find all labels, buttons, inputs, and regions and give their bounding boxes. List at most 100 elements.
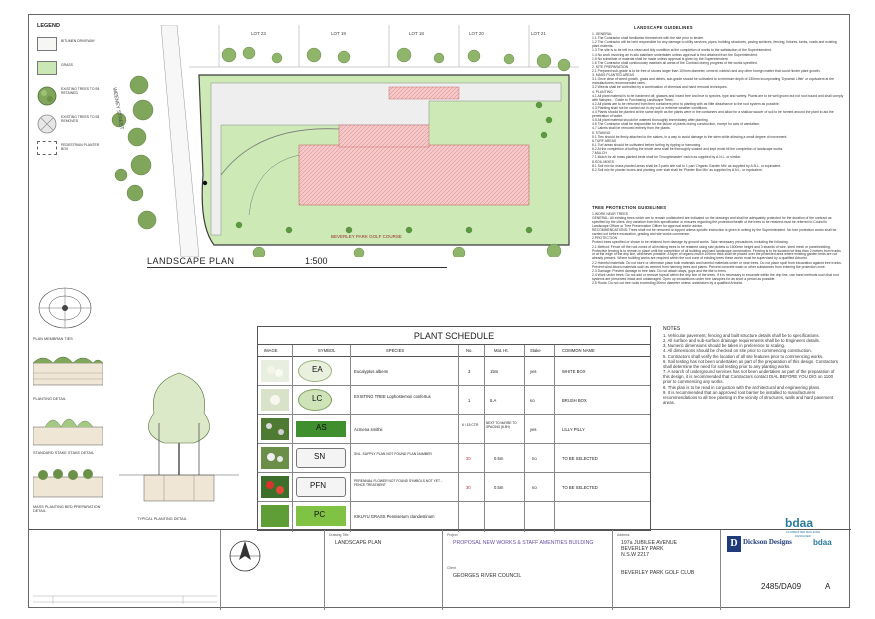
protection-para: 2.1 Method: Fence off the root zones of … <box>592 244 841 261</box>
plant-count: 30 <box>466 485 471 490</box>
legend-item-trees-removed: EXISTING TREES TO BE REMOVED <box>37 113 100 137</box>
title-underline <box>147 267 447 268</box>
schedule-title: PLANT SCHEDULE <box>258 327 650 345</box>
protection-para: 2.4 Work under trees: Do not add or remo… <box>592 272 839 281</box>
guideline-para: 4.5 All plant material should be watered… <box>592 118 709 123</box>
guideline-para: 6.TURF AREAS <box>592 138 617 143</box>
revision-cell <box>29 530 221 610</box>
mature-height: 0.5m <box>494 456 504 461</box>
species-name: SNL. SUPPLY PLAN NOT FOUND PLAN NUMBER <box>354 452 432 456</box>
driveway-swatch <box>37 37 57 51</box>
note-item: 5. Contractors shall verify the location… <box>663 353 824 359</box>
common-name: TO BE SELECTED <box>562 456 598 461</box>
legend-item-grass: GRASS <box>37 61 97 81</box>
address-line: BEVERLEY PARK <box>621 546 664 552</box>
address-cell: Address 197a JUBILEE AVENUE BEVERLEY PAR… <box>613 530 721 610</box>
schedule-header: IMAGE SYMBOL SPECIES No. Mat. Ht. Stake … <box>258 345 650 357</box>
schedule-row: PFN PERENNIAL FLOWER NOT FOUND SYMBOLS N… <box>258 473 650 502</box>
symbol-swatch <box>296 477 346 497</box>
landscape-plan-drawing <box>99 25 579 257</box>
mature-height: 0.5m <box>494 485 504 490</box>
plant-count: 1 <box>468 398 471 403</box>
planting-section-detail <box>33 356 103 386</box>
symbol-code: SN <box>314 452 326 461</box>
lot-label: LOT 18 <box>409 31 424 36</box>
planter-swatch <box>37 141 57 155</box>
legend-item-trees-retained: EXISTING TREES TO BE RETAINED <box>37 85 100 109</box>
guideline-para: 1.2 The Contractor will be held responsi… <box>592 40 837 49</box>
symbol-code: EA <box>312 365 323 374</box>
address-line: 197a JUBILEE AVENUE <box>621 540 678 546</box>
symbol-swatch <box>296 448 346 468</box>
legend-title: LEGEND <box>37 23 60 29</box>
address-key: Address <box>617 533 630 537</box>
protection-para: 2.2 Harmful materials: Do not store or o… <box>592 260 842 269</box>
golf-course-label: BEVERLEY PARK GOLF COURSE <box>331 234 402 239</box>
plan-title: LANDSCAPE PLAN <box>147 256 235 266</box>
common-name: TO BE SELECTED <box>562 485 598 490</box>
symbol-code: PFN <box>310 481 326 490</box>
legend-item-driveway: BITUMEN DRIVEWAY <box>37 37 97 57</box>
guideline-para: 2. SITE PREPARATION <box>592 64 629 69</box>
bdaa-badge: bdaa <box>813 538 832 547</box>
guideline-para: 3.1 Once clear of weed growth, grass and… <box>592 77 834 86</box>
guideline-para: 1.1 The Contractor shall familiarise the… <box>592 36 705 41</box>
bdaa-logo: bdaa <box>785 516 814 530</box>
drawing-title-key: Drawing Title <box>329 533 349 537</box>
species-name: KIKUYU GRASS Pennisetum clandestinum <box>354 514 435 519</box>
lot-label: LOT 19 <box>331 31 346 36</box>
legend-label: PEDESTRIAN PLANTER BOX <box>61 143 100 151</box>
symbol-swatch <box>296 506 346 526</box>
protection-para: GENERAL: All existing trees which are to… <box>592 216 832 229</box>
tree-protection-text: 1.WORK NEAR TREES GENERAL: All existing … <box>592 212 844 286</box>
note-item: 9. It is recommended that an approved ro… <box>663 389 834 406</box>
protection-para: 2.PROTECTION <box>592 236 618 241</box>
symbol-swatch <box>298 389 332 411</box>
project-key: Project <box>447 533 458 537</box>
notes-panel: NOTES 1. Vehicular pavement, fencing and… <box>663 326 839 405</box>
species-name: Acmena smithii <box>354 427 383 432</box>
document-number: 2485/DA09 <box>761 582 802 591</box>
protection-para: 2.3 Damage: Prevent damage to tree bark.… <box>592 268 727 273</box>
legend-label: BITUMEN DRIVEWAY <box>61 39 95 43</box>
guideline-para: 8.2 Soil mix for planter boxes and plant… <box>592 167 763 172</box>
standard-stake-label: STANDARD STAKE STAKE DETAIL <box>33 451 95 455</box>
revision-letter: A <box>825 582 831 591</box>
header-species: SPECIES <box>386 348 405 353</box>
note-item: 2. All surface and sub-surface drainage … <box>663 338 820 344</box>
header-symbol: SYMBOL <box>318 348 336 353</box>
drawing-title-cell: Drawing Title LANDSCAPE PLAN <box>325 530 443 610</box>
species-name: Eucalyptus albens <box>354 369 388 374</box>
plant-count: 6 / 15 CTR <box>462 423 479 427</box>
stake-value: yes <box>530 369 537 374</box>
schedule-row: SN SNL. SUPPLY PLAN NOT FOUND PLAN NUMBE… <box>258 444 650 473</box>
notes-title: NOTES <box>663 326 681 332</box>
stake-detail <box>33 418 103 446</box>
schedule-row: AS Acmena smithii 6 / 15 CTR NEXT TO MAY… <box>258 415 650 444</box>
firm-name: Dickson Designs <box>743 538 792 546</box>
stake-value: no <box>530 398 535 403</box>
mature-height: 15m <box>490 369 499 374</box>
north-arrow-icon <box>229 540 261 572</box>
flower-image <box>261 389 289 411</box>
legend-label: GRASS <box>61 63 73 67</box>
legend-label: EXISTING TREES TO BE RETAINED <box>61 87 101 95</box>
guideline-para: 1.3 The site is to be left in a clean an… <box>592 48 772 53</box>
common-name: WHITE BOX <box>562 369 586 374</box>
guideline-para: 1. GENERAL <box>592 32 612 36</box>
mass-planting-label: MASS PLANTING BED PREPARATION DETAIL <box>33 505 101 513</box>
flower-image <box>261 418 289 440</box>
guidelines-title: LANDSCAPE GUIDELINES <box>634 25 693 30</box>
project-cell: Project PROPOSAL NEW WORKS & STAFF AMENI… <box>443 530 613 610</box>
column-divider <box>458 345 459 532</box>
legend-label: EXISTING TREES TO BE REMOVED <box>61 115 101 123</box>
symbol-swatch <box>296 421 346 437</box>
plan-scale: 1:500 <box>305 256 328 266</box>
stake-value: yes <box>530 427 537 432</box>
revision-table <box>33 595 217 604</box>
protection-para: 1.WORK NEAR TREES <box>592 212 628 216</box>
guideline-para: 6.1 Turf areas should be cultivated befo… <box>592 143 702 148</box>
common-name: BRUSH BOX <box>562 398 587 403</box>
symbol-code: PC <box>314 510 326 519</box>
header-common: COMMON NAME <box>562 348 595 353</box>
